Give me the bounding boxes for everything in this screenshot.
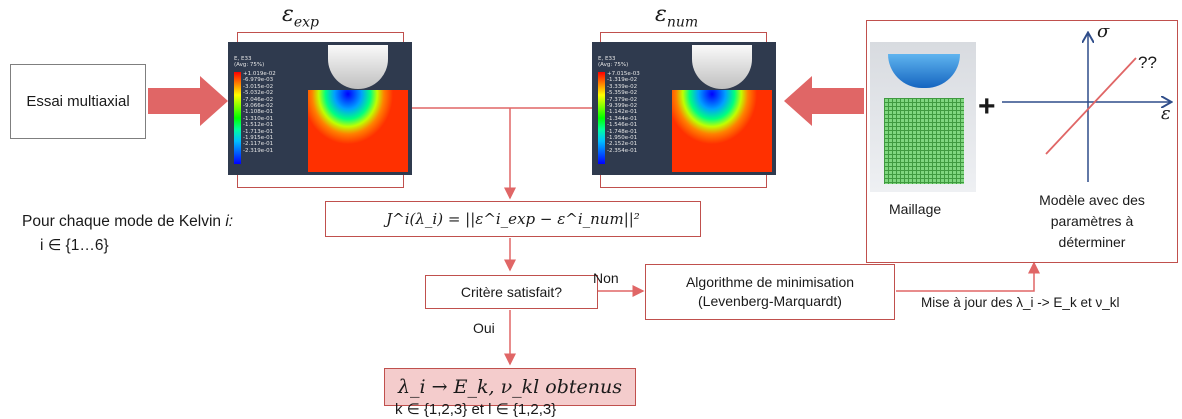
plus-sign: + xyxy=(978,90,996,123)
sim-exp-header: E, E33 (Avg: 75%) xyxy=(234,56,265,69)
kelvin-text: Pour chaque mode de Kelvin i: xyxy=(22,213,234,230)
mesh-image xyxy=(870,42,976,192)
essai-label: Essai multiaxial xyxy=(26,92,130,110)
sigma-label: σ xyxy=(1097,21,1110,42)
mesh-indenter xyxy=(888,54,960,88)
stress-strain-axes xyxy=(1002,22,1176,182)
i-range: i ∈ {1…6} xyxy=(40,237,109,254)
sim-exp-image: E, E33 (Avg: 75%) +1.019e-02 -6.979e-03 … xyxy=(228,42,412,175)
indenter-exp xyxy=(328,45,388,89)
objective-formula: J^i(λ_i) = ||ε^i_exp − ε^i_num||² xyxy=(386,210,640,228)
model-frame xyxy=(866,20,1178,263)
color-scale-num xyxy=(598,72,605,164)
contour-plot-num xyxy=(672,90,772,172)
contour-plot-exp xyxy=(308,90,408,172)
eps-exp-label: εexp xyxy=(282,2,319,31)
sim-num-image: E, E33 (Avg: 75%) +7.015e-03 -1.319e-02 … xyxy=(592,42,776,175)
oui-label: Oui xyxy=(473,320,495,336)
objective-box: J^i(λ_i) = ||ε^i_exp − ε^i_num||² xyxy=(325,201,701,237)
algorithm-box: Algorithme de minimisation (Levenberg-Ma… xyxy=(645,264,895,320)
arrow-update xyxy=(896,261,1040,292)
indenter-num xyxy=(692,45,752,89)
algorithm-label: Algorithme de minimisation (Levenberg-Ma… xyxy=(685,274,855,309)
epsilon-axis-label: ε xyxy=(1161,103,1171,124)
mesh-cube xyxy=(884,98,964,184)
scale-labels-num: +7.015e-03 -1.319e-02 -3.339e-02 -5.359e… xyxy=(607,71,640,154)
unknown-label: ?? xyxy=(1138,53,1157,72)
non-label: Non xyxy=(593,270,619,286)
ranges-label: k ∈ {1,2,3} et l ∈ {1,2,3} xyxy=(395,401,557,418)
scale-labels-exp: +1.019e-02 -6.979e-03 -3.015e-02 -5.032e… xyxy=(243,71,276,154)
update-label: Mise à jour des λ_i -> E_k et ν_kl xyxy=(921,295,1120,310)
essai-box: Essai multiaxial xyxy=(10,64,146,139)
criterion-box: Critère satisfait? xyxy=(425,275,598,309)
sim-num-header: E, E33 (Avg: 75%) xyxy=(598,56,629,69)
arrow-essai-to-exp xyxy=(148,76,228,126)
arrow-mesh-to-num xyxy=(784,76,864,126)
eps-num-label: εnum xyxy=(655,2,699,31)
constitutive-line xyxy=(1045,57,1137,155)
result-box: λ_i → E_k, ν_kl obtenus xyxy=(384,368,636,406)
result-label: λ_i → E_k, ν_kl obtenus xyxy=(398,376,622,398)
color-scale-exp xyxy=(234,72,241,164)
model-caption: Modèle avec des paramètres à déterminer xyxy=(1039,192,1145,250)
criterion-label: Critère satisfait? xyxy=(460,284,563,300)
mesh-caption: Maillage xyxy=(889,201,942,217)
